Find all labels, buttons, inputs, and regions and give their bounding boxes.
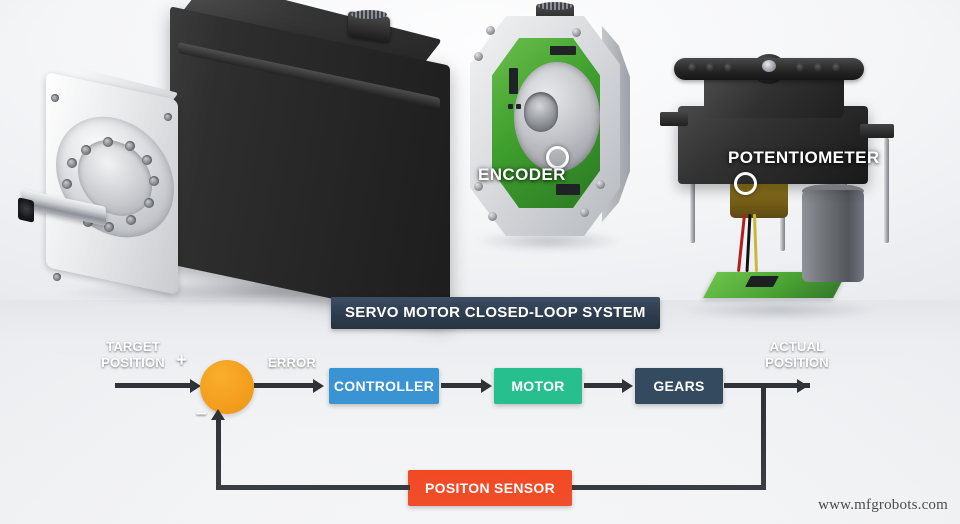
servo-leg bbox=[884, 138, 889, 243]
encoder-screw bbox=[488, 212, 497, 221]
minus-sign: – bbox=[196, 403, 207, 424]
position-sensor-block[interactable]: POSITON SENSOR bbox=[408, 470, 572, 506]
input-arrow-head bbox=[190, 379, 201, 393]
controller-block[interactable]: CONTROLLER bbox=[329, 368, 439, 404]
motor-connector-pins bbox=[351, 10, 387, 19]
feedback-arrow-head bbox=[211, 409, 225, 420]
encoder-chip bbox=[550, 46, 576, 55]
actual-position-label-line1: ACTUAL bbox=[769, 339, 825, 354]
summing-junction[interactable] bbox=[200, 360, 254, 414]
error-arrow-line bbox=[254, 383, 316, 388]
hobby-servo-image bbox=[660, 50, 960, 320]
motor-block[interactable]: MOTOR bbox=[494, 368, 582, 404]
encoder-chip bbox=[556, 184, 580, 195]
motor-bolt bbox=[104, 222, 114, 232]
motor-bolt bbox=[149, 176, 159, 186]
servo-shadow bbox=[680, 300, 880, 320]
controller-motor-line bbox=[441, 383, 485, 388]
target-position-label-line1: TARGET bbox=[106, 339, 160, 354]
encoder-screw bbox=[596, 180, 605, 189]
servo-horn-hole bbox=[688, 63, 697, 72]
feedback-line-vertical bbox=[216, 420, 221, 488]
encoder-screw bbox=[474, 182, 483, 191]
motor-gears-arrow-head bbox=[622, 379, 633, 393]
input-arrow-line bbox=[115, 383, 193, 388]
output-line bbox=[724, 383, 810, 388]
motor-corner-bolt bbox=[164, 113, 172, 121]
plus-sign: + bbox=[176, 350, 188, 371]
motor-bolt bbox=[142, 155, 152, 165]
feedback-line-left bbox=[216, 485, 410, 490]
servo-ic bbox=[745, 276, 779, 287]
pot-wire-yellow bbox=[752, 213, 759, 273]
servo-horn-hole bbox=[832, 63, 841, 72]
pot-wire-black bbox=[745, 213, 752, 273]
watermark: www.mfgrobots.com bbox=[818, 497, 948, 513]
servo-horn-screw bbox=[762, 60, 776, 72]
pot-wire-red bbox=[736, 214, 747, 272]
target-position-label-line2: POSITION bbox=[101, 355, 165, 370]
motor-bolt bbox=[126, 215, 136, 225]
motor-shaft-end bbox=[18, 197, 34, 223]
encoder-callout-dot bbox=[546, 146, 569, 169]
feedback-line-right bbox=[572, 485, 766, 490]
encoder-screw bbox=[580, 208, 589, 217]
encoder-chip bbox=[509, 68, 518, 94]
gears-block[interactable]: GEARS bbox=[635, 368, 723, 404]
servo-mount-tab bbox=[660, 112, 688, 126]
encoder-screw bbox=[474, 52, 483, 61]
motor-gears-line bbox=[584, 383, 626, 388]
controller-motor-arrow-head bbox=[481, 379, 492, 393]
servo-horn-hole bbox=[706, 63, 715, 72]
encoder-image bbox=[452, 2, 642, 284]
motor-corner-bolt bbox=[53, 273, 61, 281]
servo-mount-tab bbox=[860, 124, 894, 138]
potentiometer-callout-label: POTENTIOMETER bbox=[728, 148, 880, 167]
motor-bolt bbox=[144, 198, 154, 208]
actual-position-label-line2: POSITION bbox=[765, 355, 829, 370]
servo-leg bbox=[690, 138, 695, 243]
error-arrow-head bbox=[313, 379, 324, 393]
encoder-bore bbox=[524, 92, 558, 132]
output-arrow-head bbox=[797, 379, 808, 393]
motor-bolt bbox=[81, 145, 91, 155]
encoder-screw bbox=[572, 28, 581, 37]
error-label: ERROR bbox=[268, 355, 316, 370]
motor-bolt bbox=[67, 158, 77, 168]
encoder-callout-label: ENCODER bbox=[478, 165, 566, 184]
encoder-chip bbox=[516, 104, 521, 109]
potentiometer-callout-dot bbox=[734, 172, 757, 195]
encoder-screw bbox=[486, 26, 495, 35]
servo-motor-image bbox=[18, 0, 458, 324]
servo-motor-can bbox=[802, 190, 864, 282]
motor-bolt bbox=[125, 141, 135, 151]
motor-bolt bbox=[103, 137, 113, 147]
servo-horn-hole bbox=[814, 63, 823, 72]
feedback-tap-vertical bbox=[761, 383, 766, 488]
encoder-chip bbox=[508, 104, 513, 109]
motor-bolt bbox=[62, 179, 72, 189]
motor-corner-bolt bbox=[51, 94, 59, 102]
servo-case bbox=[678, 106, 868, 184]
encoder-connector-pins bbox=[538, 2, 572, 10]
servo-horn-hole bbox=[724, 63, 733, 72]
diagram-title-banner: SERVO MOTOR CLOSED-LOOP SYSTEM bbox=[331, 297, 660, 329]
servo-horn-hole bbox=[796, 63, 805, 72]
